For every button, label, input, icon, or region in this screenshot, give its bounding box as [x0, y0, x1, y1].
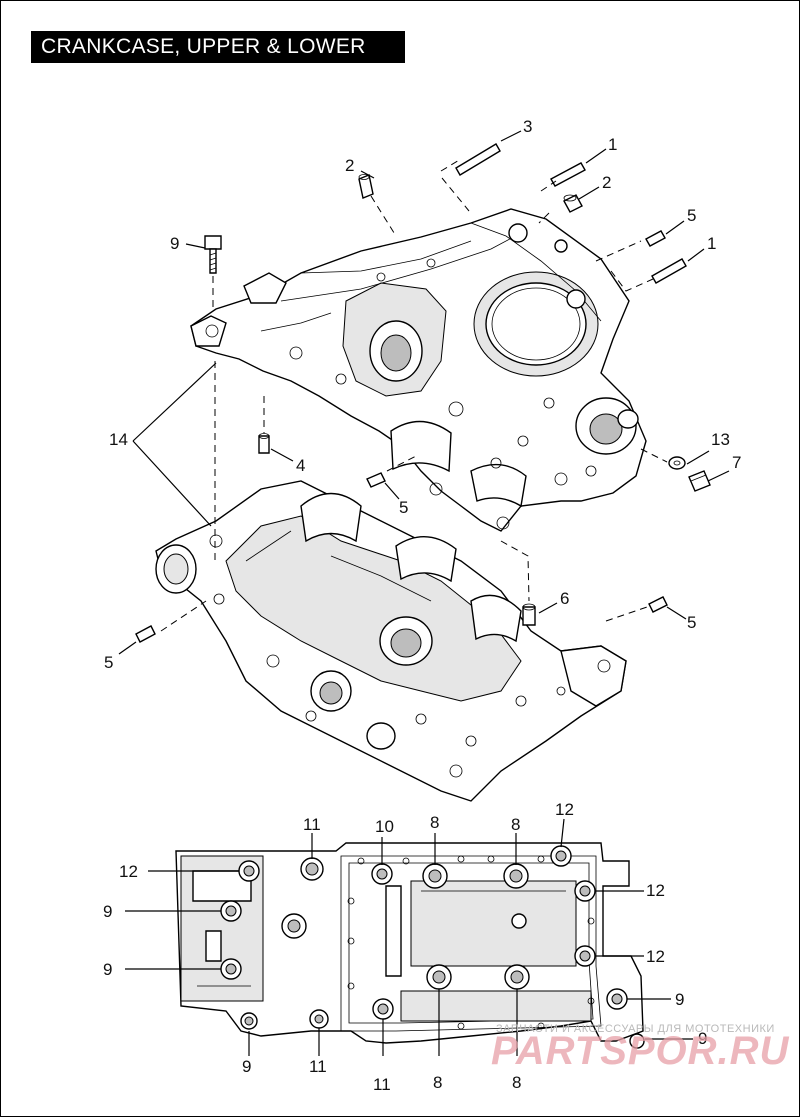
- callout-5-lower-right: 5: [687, 613, 696, 632]
- callout-12-left: 12: [119, 862, 138, 881]
- callout-2-left: 2: [345, 156, 354, 175]
- bottom-view: [175, 842, 645, 1049]
- dowel-pin-5-top: [645, 230, 666, 247]
- callout-8-bottom-b: 8: [512, 1073, 521, 1092]
- bottom-leader-lines: [125, 818, 693, 1056]
- callout-12-right-a: 12: [646, 881, 665, 900]
- dowel-pin-1-top: [550, 162, 586, 187]
- lower-crankcase: [155, 480, 627, 802]
- callout-9-left-a: 9: [103, 902, 112, 921]
- page-title: CRANKCASE, UPPER & LOWER: [41, 35, 366, 58]
- callout-14: 14: [109, 430, 128, 449]
- plug-7: [688, 470, 711, 492]
- watermark: ЗАПЧАСТИ И АКСЕССУАРЫ ДЛЯ МОТОТЕХНИКИ PA…: [491, 1023, 790, 1073]
- callout-12-right-b: 12: [646, 947, 665, 966]
- callout-8-top-a: 8: [430, 813, 439, 832]
- callout-3: 3: [523, 117, 532, 136]
- callout-11-bottom-a: 11: [309, 1057, 327, 1076]
- bolt-9-top: [204, 235, 222, 274]
- callouts-bottom: 11 10 8 8 12 12 12 9 12 9 9 9 9 11 11 8 …: [103, 800, 707, 1094]
- watermark-logo: PARTSPOR.RU: [491, 1029, 790, 1073]
- callout-9-right-a: 9: [675, 990, 684, 1009]
- dowel-pin-5-center: [366, 472, 386, 488]
- washer-13: [668, 456, 686, 470]
- callout-5-top: 5: [687, 206, 696, 225]
- dowel-pin-5-lower-left: [135, 625, 156, 643]
- sleeve-2-left: [358, 174, 374, 199]
- dowel-pin-1-right: [651, 258, 687, 284]
- callout-9-top: 9: [170, 234, 179, 253]
- callout-5-lower-left: 5: [104, 653, 113, 672]
- callout-13: 13: [711, 430, 730, 449]
- callout-1-top: 1: [608, 135, 617, 154]
- callout-9-bottom: 9: [242, 1057, 251, 1076]
- callout-9-right-b: 9: [698, 1029, 707, 1048]
- dowel-pin-5-lower-right: [648, 596, 668, 613]
- callout-11-bottom-b: 11: [373, 1075, 391, 1094]
- callout-12-top: 12: [555, 800, 574, 819]
- callout-10: 10: [375, 817, 394, 836]
- upper-crankcase: [190, 208, 647, 532]
- dowel-4: [258, 433, 270, 454]
- callouts-upper: 3 1 2 2 5 9 1 14 13 4 7 5 6 5 5: [104, 117, 741, 672]
- callout-5-center: 5: [399, 498, 408, 517]
- title-bar: CRANKCASE, UPPER & LOWER: [31, 31, 405, 63]
- leader-lines: [118, 130, 730, 655]
- callout-4: 4: [296, 456, 305, 475]
- callout-8-bottom-a: 8: [433, 1073, 442, 1092]
- callout-1-right: 1: [707, 234, 716, 253]
- callout-2-right: 2: [602, 173, 611, 192]
- dowel-pin-3: [455, 143, 501, 176]
- callout-6: 6: [560, 589, 569, 608]
- callout-8-top-b: 8: [511, 815, 520, 834]
- sleeve-2-right: [563, 194, 583, 213]
- dowel-6: [522, 603, 536, 626]
- callout-9-left-b: 9: [103, 960, 112, 979]
- watermark-tagline: ЗАПЧАСТИ И АКСЕССУАРЫ ДЛЯ МОТОТЕХНИКИ: [496, 1023, 775, 1035]
- callout-11-top: 11: [303, 815, 321, 834]
- callout-7: 7: [732, 453, 741, 472]
- small-parts: [135, 143, 711, 643]
